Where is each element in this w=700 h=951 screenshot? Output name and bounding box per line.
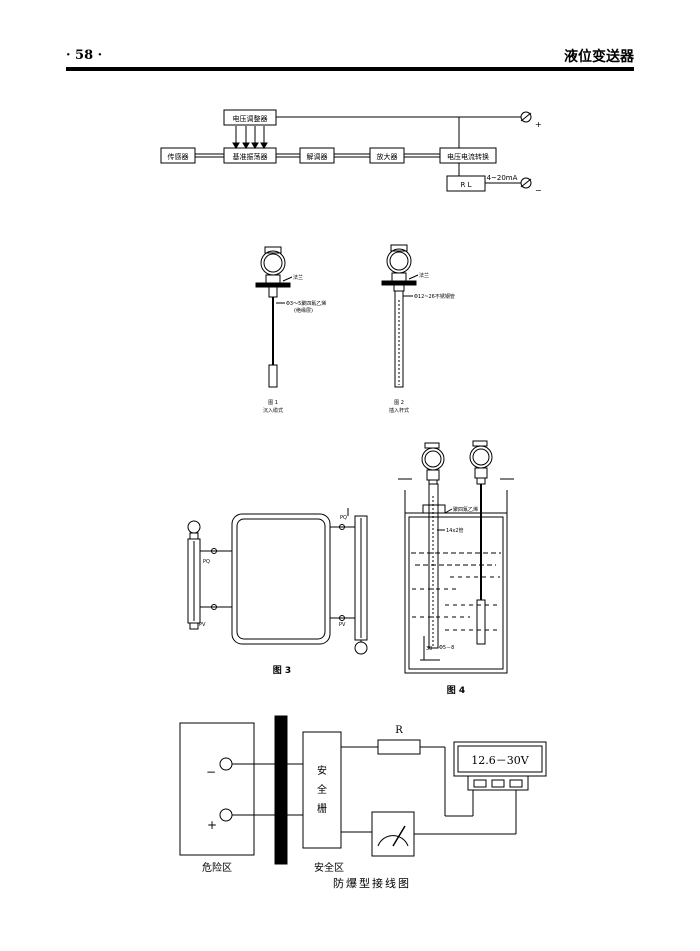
terminal-plus-circle [219,808,233,822]
figure-4 [398,440,514,674]
safety-barrier-box [302,731,342,849]
sensor-box [160,147,196,164]
fig4-ptfe-label: 聚四氟乙烯 [453,506,478,513]
page-number: · 58 · [66,48,103,63]
safe-zone-label: 安全区 [314,861,344,874]
barrier-wall [274,715,288,865]
fig1-probe-label: Φ3～5聚四氟乙烯 [286,300,326,307]
fig3-pq-left: PQ [203,559,210,565]
barrier-label-2: 全 [317,783,327,796]
figure-1 [255,246,293,388]
terminal-minus [520,177,532,189]
fig1-probe-sublabel: (绝缘层) [294,307,313,314]
barrier-label-1: 安 [317,764,327,777]
hazard-zone-label: 危险区 [202,861,232,874]
wiring-plus: + [207,818,217,832]
terminal-minus-circle [219,757,233,771]
fig2-probe-label: Φ12~26不锈钢管 [414,293,455,300]
load-label: R L [461,181,472,189]
vi-converter-label: 电压电流转换 [447,152,489,161]
fig4-dim-diameter: Φ5－8 [439,645,454,651]
resistor [377,739,421,755]
sensor-label: 传感器 [168,152,189,161]
fig1-flange-label: 法兰 [293,274,303,281]
fig4-dim-30: 30 [426,646,432,652]
voltage-regulator-label: 电压调整器 [233,114,268,123]
fig3-caption: 图 3 [273,665,291,676]
fig2-caption: 插入杆式 [389,407,409,414]
fig4-tube-label: 14x2管 [446,527,464,534]
fig3-pv-left: PV [199,622,206,628]
header-rule [66,67,634,71]
plus-label: + [535,120,542,129]
page-header-title: 液位变送器 [564,49,634,65]
oscillator-label: 基准振荡器 [233,152,268,161]
block-diagram [160,109,532,192]
fig2-flange-label: 法兰 [419,272,429,279]
demodulator-box [299,147,335,164]
fig4-caption: 图 4 [447,685,465,696]
fig1-number: 图 1 [268,400,278,406]
vi-converter-box [439,147,497,164]
wiring-caption: 防爆型接线图 [333,876,411,890]
fig3-pv-right: PV [339,622,346,628]
demodulator-label: 解调器 [307,152,328,161]
figure-2 [381,244,419,388]
figure-3 [187,508,368,655]
current-label: 4~20mA [487,174,518,182]
minus-label: − [535,186,542,195]
wiring-minus: − [206,765,216,779]
oscillator-box [223,147,277,164]
terminal-plus [520,111,532,123]
hazard-device [179,722,255,856]
fig3-pq-right: PQ [340,515,347,521]
supply-voltage: 12.6－30V [471,754,529,767]
fig1-caption: 沉入缆式 [263,407,283,414]
meter [371,811,415,857]
wiring-diagram [179,715,547,865]
fig2-number: 图 2 [394,400,404,406]
resistor-label: R [395,725,403,736]
amplifier-label: 放大器 [377,152,398,161]
amplifier-box [369,147,405,164]
barrier-label-3: 栅 [317,802,327,815]
